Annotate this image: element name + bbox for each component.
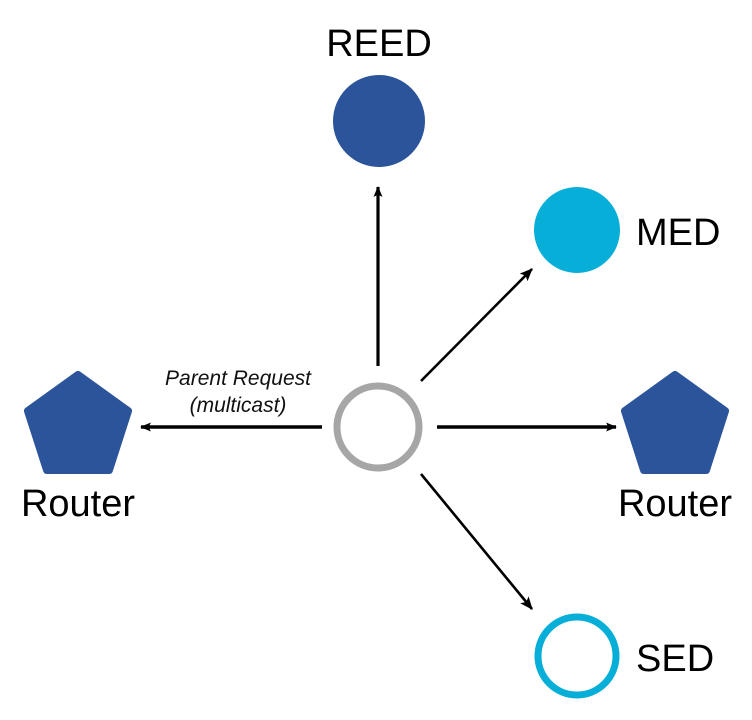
sed-circle-icon[interactable] [534,613,620,699]
router-left-label: Router [21,483,135,525]
node-sed[interactable]: SED [534,613,714,699]
router-right-label: Router [618,483,732,525]
med-circle-icon[interactable] [534,187,620,273]
node-router-right[interactable]: Router [618,371,732,525]
node-center-device[interactable] [333,382,423,472]
reed-circle-icon[interactable] [333,75,425,167]
router-right-pentagon-icon[interactable] [621,371,729,474]
node-reed[interactable]: REED [326,23,432,167]
node-med[interactable]: MED [534,187,720,273]
edges-layer [140,186,617,610]
nodes-layer: REED MED Router Router SED [21,23,732,699]
edge-center-to-sed [419,473,534,610]
edge-center-to-med [420,268,533,382]
router-left-pentagon-icon[interactable] [24,371,132,474]
sed-label: SED [636,638,714,680]
reed-label: REED [326,23,432,65]
center-device-circle-icon[interactable] [333,382,423,472]
edge-label-line-2: (multicast) [190,394,287,417]
med-label: MED [636,212,720,254]
node-router-left[interactable]: Router [21,371,135,525]
edge-label-parent-request: Parent Request (multicast) [165,367,312,417]
edge-label-line-1: Parent Request [165,367,312,390]
